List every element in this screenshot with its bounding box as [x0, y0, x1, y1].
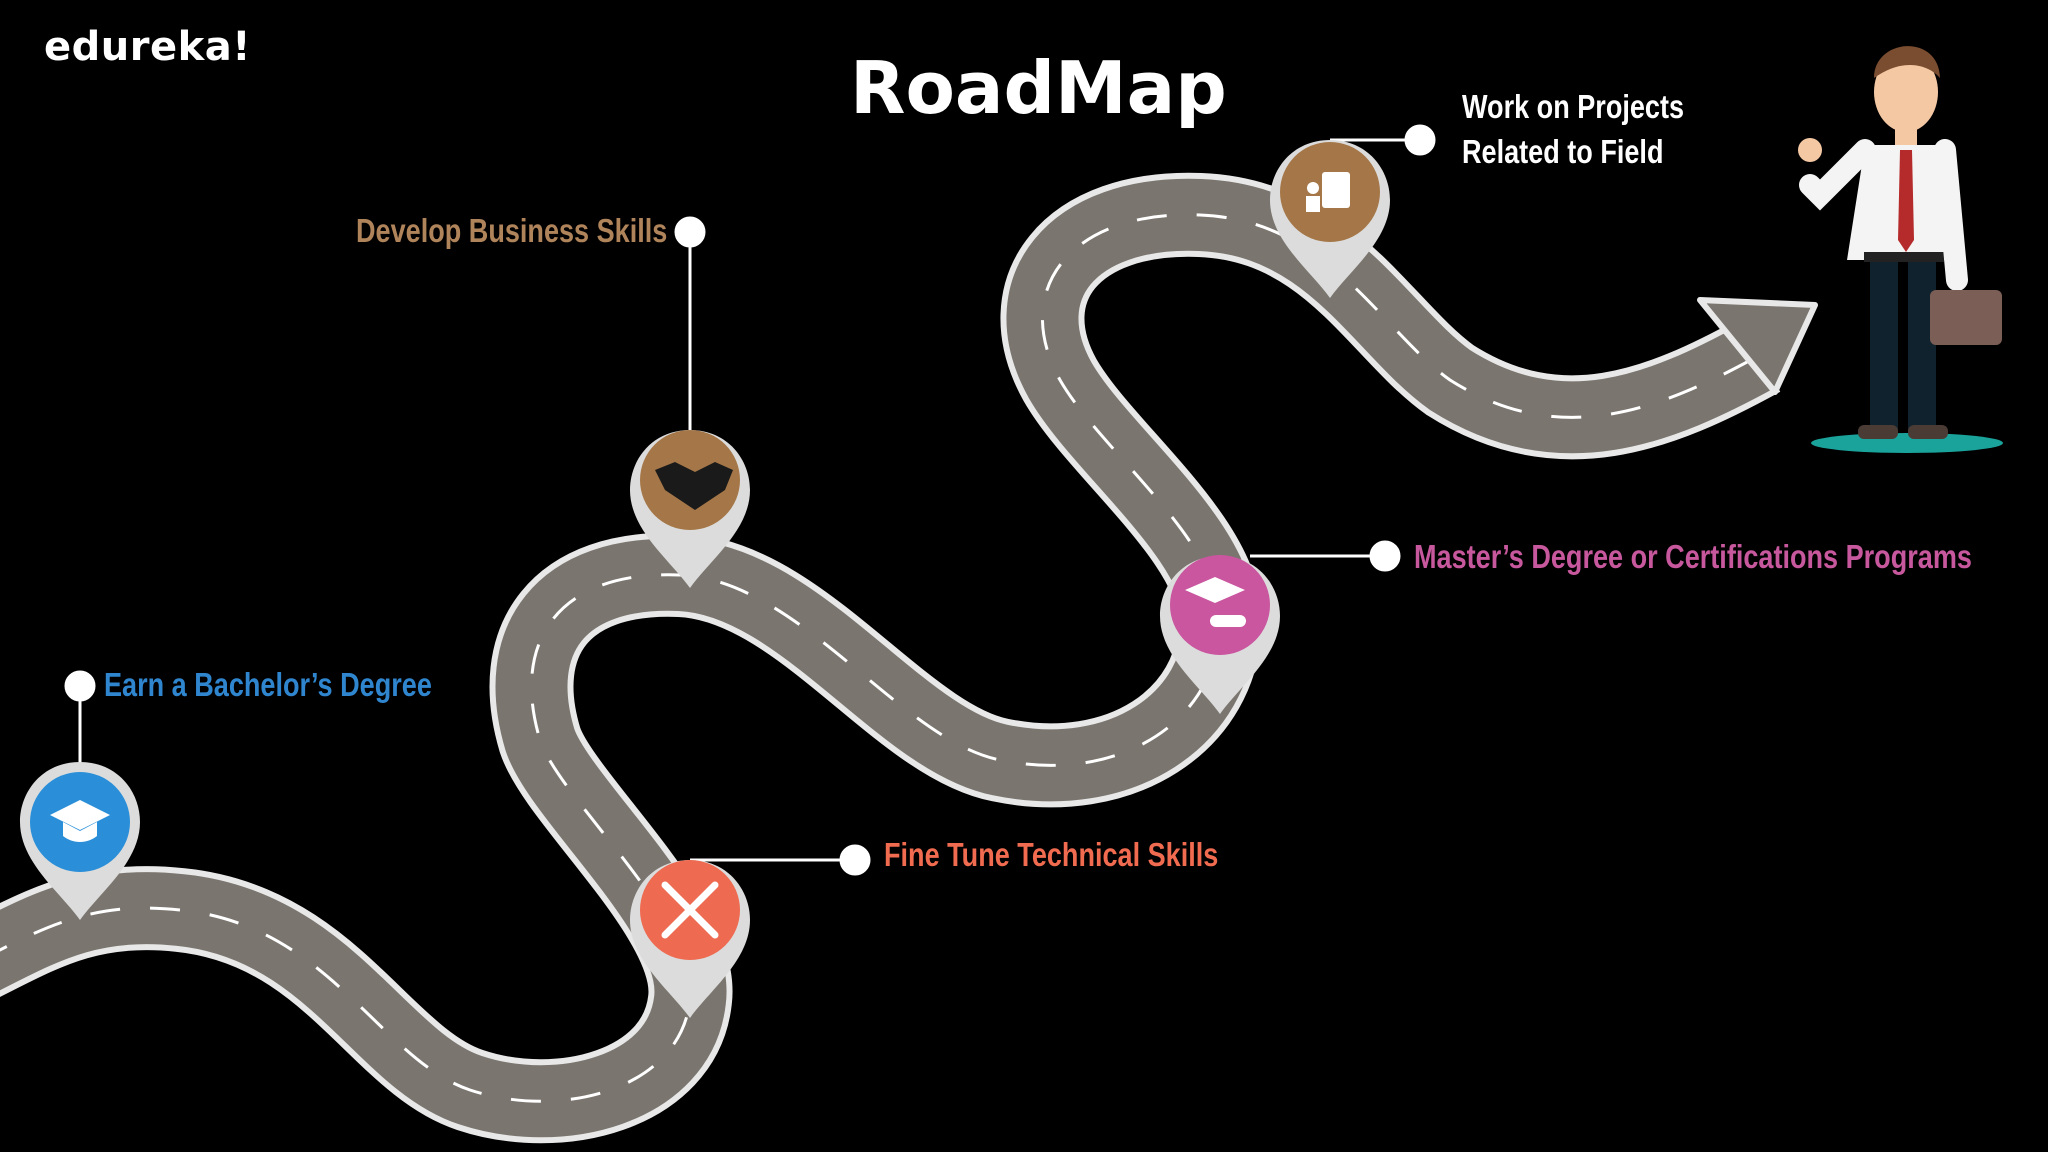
clipboard-person-icon — [1306, 172, 1350, 212]
pin-projects — [1270, 140, 1390, 298]
pin-technical — [630, 860, 750, 1018]
connectors — [64, 124, 1436, 876]
step-label-bachelors: Earn a Bachelor’s Degree — [104, 666, 432, 703]
step-label-projects: Work on Projects Related to Field — [1462, 88, 1685, 170]
pin-bachelors — [20, 762, 140, 920]
businessman-illustration — [1798, 46, 2003, 453]
road — [0, 172, 1818, 1144]
pin-business — [630, 430, 750, 588]
brand-logo: edureka! — [44, 24, 251, 70]
step-label-technical: Fine Tune Technical Skills — [884, 836, 1219, 873]
page-title: RoadMap — [850, 46, 1227, 130]
pin-masters — [1160, 555, 1280, 714]
handshake-icon — [655, 462, 733, 510]
graduation-cap-icon — [50, 800, 110, 842]
step-label-business: Develop Business Skills — [356, 212, 668, 249]
step-label-masters: Master’s Degree or Certifications Progra… — [1414, 538, 1972, 575]
wrench-screwdriver-icon — [661, 881, 719, 939]
diploma-cap-icon — [1185, 577, 1246, 627]
